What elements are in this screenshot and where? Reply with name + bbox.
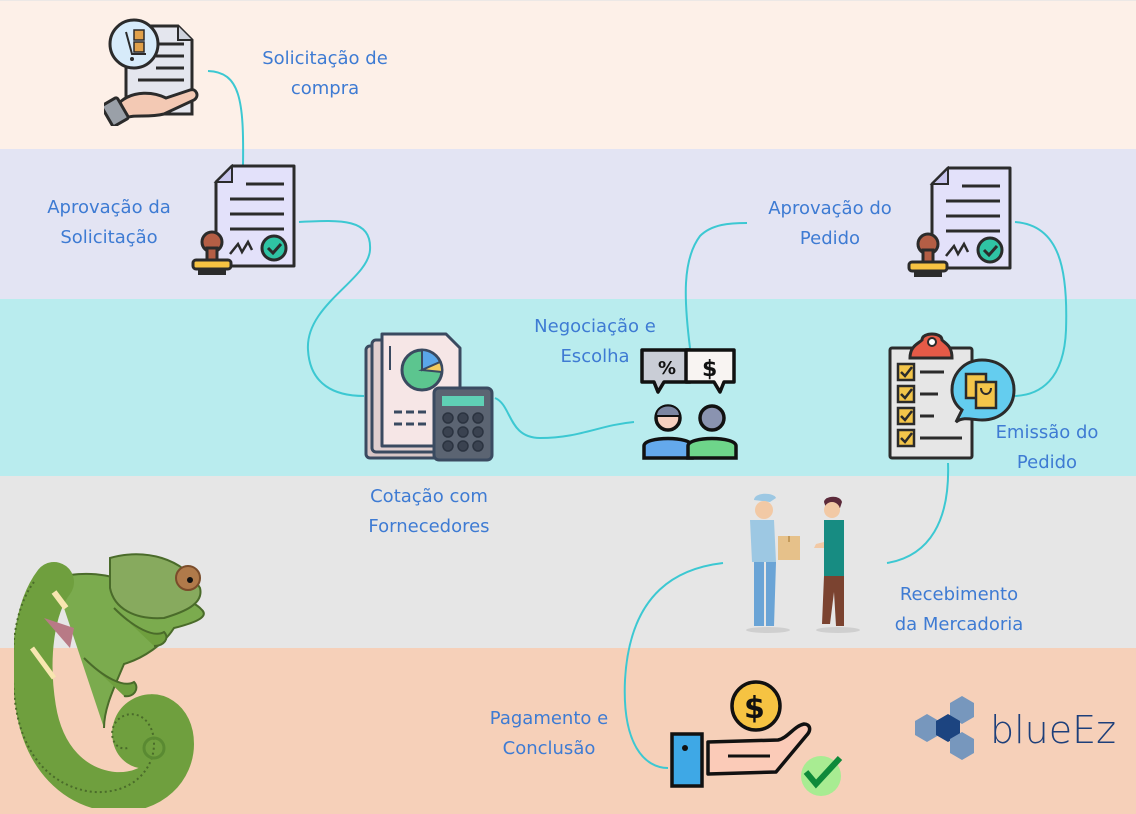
approved-document-icon — [190, 163, 296, 280]
connector-2 — [298, 220, 372, 397]
step-label-pagamento: Pagamento e Conclusão — [474, 704, 624, 764]
delivery-handover-icon — [744, 492, 874, 634]
connector-4 — [684, 222, 748, 349]
step-label-line: Aprovação do — [768, 198, 892, 219]
step-label-line: Fornecedores — [368, 516, 490, 537]
step-label-line: compra — [290, 78, 360, 99]
step-label-line: Cotação com — [370, 486, 488, 507]
connector-6 — [886, 462, 950, 564]
step-label-line: Negociação e — [534, 316, 656, 337]
step-label-line: Pedido — [1016, 452, 1078, 473]
connector-7 — [623, 562, 724, 769]
svg-text:$: $ — [702, 357, 717, 382]
step-label-line: Escolha — [560, 346, 630, 367]
connector-1 — [207, 70, 245, 166]
connector-5 — [1014, 221, 1068, 397]
step-label-line: Emissão do — [995, 422, 1099, 443]
brand-name: blueEz — [990, 708, 1117, 752]
step-label-line: Pagamento e — [489, 708, 609, 729]
negotiation-icon: % $ — [638, 346, 742, 462]
chameleon-mascot-icon — [11, 548, 234, 813]
blueez-logo-icon — [914, 694, 982, 762]
step-label-negociacao: Negociação e Escolha — [520, 312, 670, 372]
step-label-cotacao: Cotação com Fornecedores — [354, 482, 504, 542]
step-label-aprovacao-solicitacao: Aprovação da Solicitação — [34, 193, 184, 253]
step-label-line: Aprovação da — [47, 197, 171, 218]
step-label-line: Pedido — [799, 228, 861, 249]
step-label-emissao: Emissão do Pedido — [992, 418, 1102, 478]
step-label-line: Conclusão — [502, 738, 596, 759]
payment-hand-icon: $ — [668, 680, 858, 800]
connector-3 — [494, 397, 635, 440]
step-label-line: Solicitação — [60, 227, 158, 248]
step-label-recebimento: Recebimento da Mercadoria — [884, 580, 1034, 640]
quotation-calculator-icon — [364, 332, 494, 462]
svg-text:$: $ — [744, 691, 765, 726]
step-label-solicitacao: Solicitação de compra — [250, 44, 400, 104]
svg-text:%: % — [658, 358, 676, 379]
purchase-request-icon — [100, 14, 200, 128]
step-label-line: da Mercadoria — [894, 614, 1024, 635]
step-label-line: Recebimento — [899, 584, 1019, 605]
order-checklist-icon — [886, 330, 1016, 462]
step-label-line: Solicitação de — [262, 48, 388, 69]
approved-document-icon — [906, 165, 1012, 282]
step-label-aprovacao-pedido: Aprovação do Pedido — [750, 194, 910, 254]
